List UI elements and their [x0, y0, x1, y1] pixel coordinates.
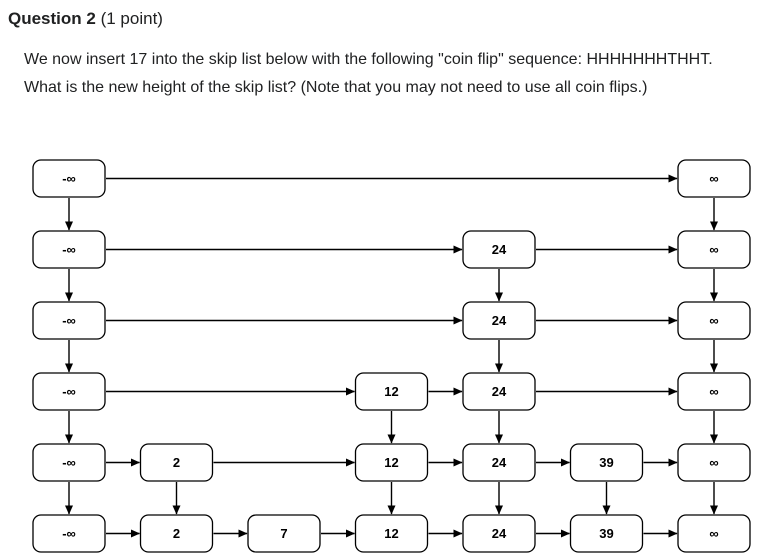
skiplist-node-label: 39: [599, 455, 613, 470]
skiplist-node-box: [462, 230, 536, 269]
skiplist-node-box: [32, 443, 106, 482]
skiplist-node-box: [462, 301, 536, 340]
question-points: (1 point): [100, 9, 163, 28]
skiplist-node-box: [677, 443, 751, 482]
skiplist-node-label: 24: [492, 242, 507, 257]
skiplist-node-box: [139, 443, 214, 482]
skiplist-node-box: [354, 443, 429, 482]
skiplist-node-box: [677, 230, 751, 269]
skiplist-node-label: 24: [492, 455, 507, 470]
skiplist-node-label: 24: [492, 526, 507, 541]
skiplist-node-label: -∞: [62, 171, 76, 186]
skiplist-node-box: [677, 301, 751, 340]
skiplist-node-label: 39: [599, 526, 613, 541]
skiplist-node-label: ∞: [709, 171, 718, 186]
question-text: We now insert 17 into the skip list belo…: [24, 51, 713, 96]
skiplist-node-label: 12: [384, 455, 398, 470]
skiplist-node-label: 7: [280, 526, 287, 541]
skiplist-node-box: [677, 372, 751, 411]
question-header: Question 2 (1 point): [8, 8, 163, 30]
skiplist-node-box: [32, 514, 106, 553]
skiplist-node-box: [139, 514, 214, 553]
skiplist-node-label: 24: [492, 313, 507, 328]
skiplist-node-box: [677, 159, 751, 198]
skiplist-node-box: [354, 372, 429, 411]
skiplist-node-label: 2: [173, 526, 180, 541]
skiplist-node-label: 2: [173, 455, 180, 470]
skiplist-node-box: [462, 372, 536, 411]
skiplist-node-label: -∞: [62, 384, 76, 399]
question-title: Question 2: [8, 9, 96, 28]
skiplist-node-label: ∞: [709, 526, 718, 541]
skiplist-node-label: -∞: [62, 455, 76, 470]
skiplist-node-box: [569, 514, 644, 553]
skiplist-node-box: [354, 514, 429, 553]
skiplist-node-box: [462, 514, 536, 553]
skiplist-node-box: [462, 443, 536, 482]
skiplist-node-box: [569, 443, 644, 482]
skiplist-node-label: ∞: [709, 455, 718, 470]
skiplist-node-box: [32, 372, 106, 411]
skiplist-node-label: ∞: [709, 313, 718, 328]
skiplist-node-label: ∞: [709, 384, 718, 399]
skiplist-node-box: [32, 159, 106, 198]
skiplist-node-label: 12: [384, 526, 398, 541]
skiplist-node-label: -∞: [62, 526, 76, 541]
skiplist-node-box: [32, 301, 106, 340]
skiplist-node-label: 24: [492, 384, 507, 399]
skiplist-node-box: [677, 514, 751, 553]
skiplist-node-label: -∞: [62, 242, 76, 257]
skiplist-node-box: [247, 514, 321, 553]
skiplist-node-label: -∞: [62, 313, 76, 328]
skiplist-node-label: 12: [384, 384, 398, 399]
skiplist-node-box: [32, 230, 106, 269]
skiplist-node-label: ∞: [709, 242, 718, 257]
